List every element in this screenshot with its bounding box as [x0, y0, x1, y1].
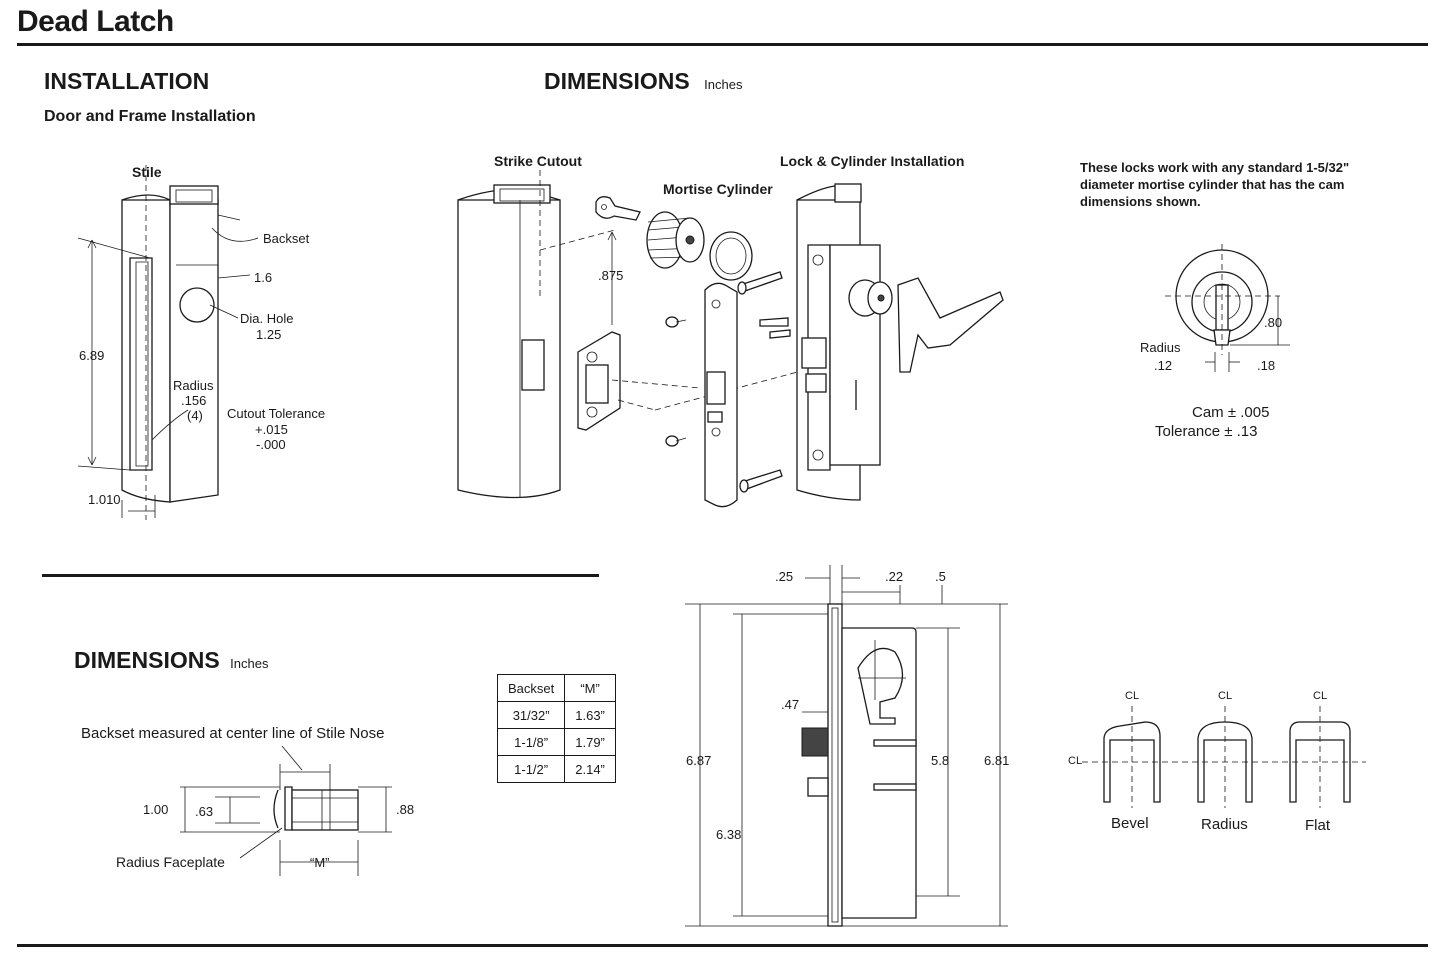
table-cell: 1-1/8”: [496, 728, 566, 756]
cam-dim-80: .80: [1264, 315, 1283, 330]
strike-cutout-label: Strike Cutout: [494, 153, 582, 169]
cam-note: These locks work with any standard 1-5/3…: [1080, 160, 1350, 209]
table-header-backset: Backset: [496, 674, 566, 702]
cam-dim-18: .18: [1257, 358, 1276, 373]
profiles-drawing: [1082, 706, 1366, 808]
dim-47-label: .47: [781, 697, 800, 712]
table-cell: 1.79”: [564, 728, 616, 756]
backset-label: Backset: [263, 231, 310, 246]
footer-rule: [17, 944, 1428, 947]
cutout-tolerance-label: Cutout Tolerance: [227, 406, 326, 421]
dimensions-top-heading: DIMENSIONS: [544, 68, 690, 94]
dim-22-label: .22: [885, 569, 904, 584]
dim-1-6-label: 1.6: [254, 270, 273, 285]
dim-681-label: 6.81: [984, 753, 1010, 768]
dim-5-label: .5: [935, 569, 946, 584]
backset-dimension-drawing: [180, 745, 392, 876]
dimensions-bottom-heading-group: DIMENSIONS Inches: [74, 647, 268, 674]
profile-radius-label: Radius: [1201, 816, 1248, 833]
centerline-symbol: CL: [1313, 690, 1328, 702]
radius-label: Radius: [173, 378, 214, 393]
centerline-symbol: CL: [1125, 690, 1140, 702]
dimensions-bottom-heading: DIMENSIONS: [74, 647, 220, 673]
dimensions-bottom-unit: Inches: [230, 656, 269, 671]
tolerance-minus: -.000: [256, 437, 286, 452]
radius-count: (4): [187, 408, 203, 423]
dimensions-top-unit: Inches: [704, 77, 743, 92]
dim-638-label: 6.38: [716, 827, 742, 842]
dim-875-label: .875: [598, 268, 624, 283]
stile-drawing: [77, 165, 259, 520]
installation-heading: INSTALLATION: [44, 68, 210, 94]
table-row: 1-1/2” 2.14”: [496, 755, 616, 783]
mortise-cylinder-label: Mortise Cylinder: [663, 181, 773, 197]
table-cell: 1.63”: [564, 701, 616, 729]
table-header-row: Backset “M”: [496, 674, 616, 702]
profile-flat-label: Flat: [1305, 817, 1331, 834]
table-cell: 1-1/2”: [496, 755, 566, 783]
backset-note: Backset measured at center line of Stile…: [81, 725, 385, 742]
section-divider: [42, 574, 599, 577]
key-and-cylinder-drawing: [595, 196, 753, 281]
table-cell: 2.14”: [564, 755, 616, 783]
table-header-m: “M”: [564, 674, 616, 702]
width-label: 1.010: [88, 492, 121, 507]
cam-radius-label: Radius: [1140, 340, 1181, 355]
dim-88-label: .88: [396, 802, 415, 817]
dim-100-label: 1.00: [143, 802, 169, 817]
table-row: 1-1/8” 1.79”: [496, 728, 616, 756]
tolerance-plus: +.015: [255, 422, 288, 437]
profile-bevel-label: Bevel: [1111, 815, 1149, 832]
dim-58-label: 5.8: [931, 753, 950, 768]
page-title: Dead Latch: [17, 5, 174, 38]
table-cell: 31/32”: [496, 701, 566, 729]
dim-63-label: .63: [195, 804, 214, 819]
dimensions-top-heading-group: DIMENSIONS Inches: [544, 68, 742, 95]
m-dimension-label: “M”: [310, 855, 330, 870]
centerline-symbol: CL: [1218, 690, 1233, 702]
cam-radius-value: .12: [1154, 358, 1173, 373]
dia-hole-label: Dia. Hole: [240, 311, 294, 326]
strike-cutout-drawing: [457, 170, 806, 499]
backset-table: Backset “M” 31/32” 1.63” 1-1/8” 1.79” 1-…: [496, 674, 616, 783]
screws-drawing: [665, 271, 791, 493]
title-rule: [17, 43, 1428, 46]
lock-installation-drawing: [796, 183, 1004, 501]
centerline-symbol: CL: [1068, 755, 1083, 767]
stile-label: Stile: [132, 164, 162, 180]
cam-detail-drawing: [1165, 244, 1290, 372]
dim-687-label: 6.87: [686, 753, 712, 768]
radius-value: .156: [181, 393, 207, 408]
lock-body-drawing: [685, 565, 1008, 927]
radius-faceplate-label: Radius Faceplate: [116, 854, 225, 870]
lock-cylinder-install-label: Lock & Cylinder Installation: [780, 153, 965, 169]
cam-tolerance: Cam ± .005: [1192, 404, 1270, 421]
table-row: 31/32” 1.63”: [496, 701, 616, 729]
dia-hole-value: 1.25: [256, 327, 282, 342]
height-label: 6.89: [79, 348, 105, 363]
dim-25-label: .25: [775, 569, 794, 584]
faceplate-drawing: [704, 282, 738, 508]
installation-subheading: Door and Frame Installation: [44, 108, 256, 125]
tolerance-label: Tolerance ± .13: [1155, 423, 1258, 440]
